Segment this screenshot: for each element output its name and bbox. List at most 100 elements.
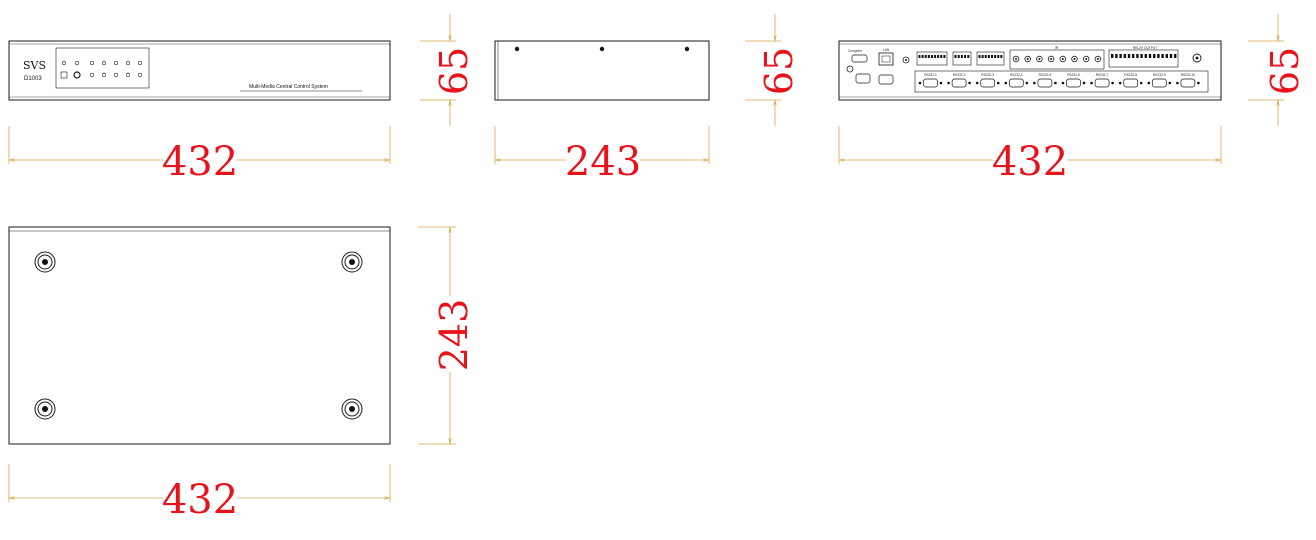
ir-jacks [1012,55,1102,63]
terminal-pin [967,55,970,58]
ir-jack [1012,55,1020,63]
rubber-foot-ring [344,254,360,270]
bottom-panel [8,226,391,445]
terminal-pin [994,55,997,58]
ground-terminal [846,65,854,73]
ir-label: IR [1055,46,1059,50]
rs232-port [1180,78,1196,88]
rubber-foot [341,251,363,273]
mount-screw [1176,81,1179,85]
rs232-port [923,78,938,88]
rs232-port-label: RS232-10 [1181,73,1196,77]
mount-screw [1147,81,1151,85]
mount-screw [1197,81,1200,85]
terminal-pin [954,55,957,58]
ir-jack [1059,55,1066,63]
rubber-foot [341,398,363,420]
front-height-label: 65 [432,47,476,95]
mount-screw [1118,81,1122,85]
relay-pin [1144,54,1147,58]
relay-pin [1136,54,1139,58]
terminal-pin [997,55,1000,58]
mount-screw [939,81,943,85]
relay-pins [1111,54,1177,58]
rs232-port-label: RS232-1 [924,73,937,77]
side-height-label: 65 [757,47,801,95]
screw-hole [514,46,520,52]
rs232-panel [914,70,1209,93]
rubber-foot-ring [37,254,53,270]
front-width-dimension [8,126,391,164]
terminal-pin [981,55,984,58]
relay-pin [1132,54,1135,58]
computer-port [851,54,868,63]
rs232-port [1094,78,1110,88]
ir-jack-pin [1061,58,1064,60]
terminal-pin [924,55,927,58]
rear-height-dimension [1248,14,1284,126]
mount-screw [1054,81,1057,85]
ir-jack-pin [1073,58,1076,60]
mount-screw [1025,81,1029,85]
mount-screw [968,81,971,85]
bottom-width-label: 432 [162,477,238,523]
rubber-foot-center [349,406,355,412]
terminal-pin [978,55,981,58]
indicator-leds [61,60,143,78]
rubber-foot [34,251,56,273]
relay-pin [1119,54,1122,58]
screw-hole [684,46,690,52]
panel-port [878,74,894,85]
front-view: SVS D1003 Multi-Media Central Control Sy… [8,40,391,101]
ir-jack [1036,55,1043,63]
bottom-depth-dimension [418,226,456,445]
mount-screw [996,81,1000,85]
antenna-connector [1192,53,1202,63]
lan-label: LAN [883,48,890,52]
relay-pin [1157,54,1160,58]
front-height-dimension [420,14,456,126]
mount-screw [1004,81,1008,85]
terminal-pin [957,55,960,58]
relay-pin [1111,54,1114,58]
rs232-port-label: RS232-7 [1096,73,1109,77]
mount-screw [1168,81,1172,85]
rs232-port [1037,78,1053,88]
mount-screw [1061,81,1065,85]
ir-panel [1009,49,1105,70]
terminal-pin [937,55,940,58]
computer-label: Computer [848,49,863,53]
rear-height-label: 65 [1263,47,1307,95]
ir-jack [1047,55,1055,63]
side-depth-dimension [494,126,710,164]
relay-pin [1148,54,1152,58]
terminal-pin [934,55,937,58]
power-switch [60,71,68,79]
rs232-port-label: RS232-8 [1124,73,1137,77]
mount-screw [1139,81,1143,85]
rs232-port [1123,78,1139,88]
front-width-label: 432 [162,139,238,185]
terminal-pin [930,55,933,58]
serial-port [855,73,871,84]
terminal-pin [943,55,946,58]
rubber-feet [34,251,363,420]
ir-jack-pin [1038,58,1041,60]
terminal-pin [927,55,930,58]
terminal-pin [960,55,963,58]
rear-width-label: 432 [992,139,1068,185]
bottom-depth-label: 243 [432,299,476,372]
bottom-width-dimension [8,464,391,502]
rear-panel [838,40,1222,101]
ir-jack-pin [1050,58,1053,60]
relay-pin [1161,54,1164,58]
rs232-port [951,78,967,88]
relay-output-panel [1108,49,1179,68]
ir-jack [1094,55,1102,63]
ir-window [73,71,81,79]
mount-screw [918,81,922,85]
rubber-foot-center [349,259,355,265]
terminal-pin [1000,55,1003,58]
product-label: Multi-Media Central Control System [249,84,328,90]
